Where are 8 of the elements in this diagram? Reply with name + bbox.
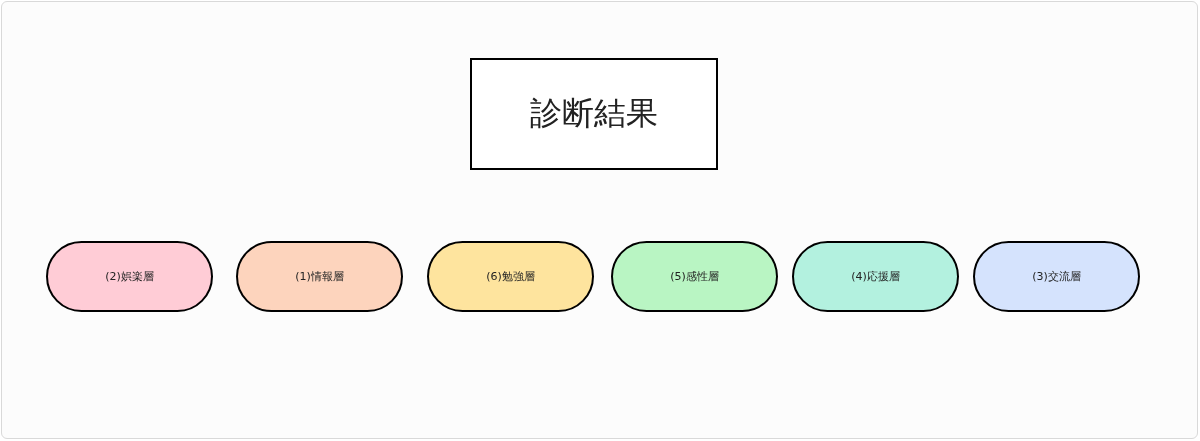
layer-label: (3)交流層 [1032, 269, 1081, 284]
result-title: 診断結果 [530, 93, 658, 134]
layer-label: (1)情報層 [295, 269, 344, 284]
layer-label: (6)勉強層 [486, 269, 535, 284]
layer-label: (2)娯楽層 [105, 269, 154, 284]
result-box [470, 58, 718, 170]
layer-label: (5)感性層 [670, 269, 719, 284]
layer-label: (4)応援層 [851, 269, 900, 284]
